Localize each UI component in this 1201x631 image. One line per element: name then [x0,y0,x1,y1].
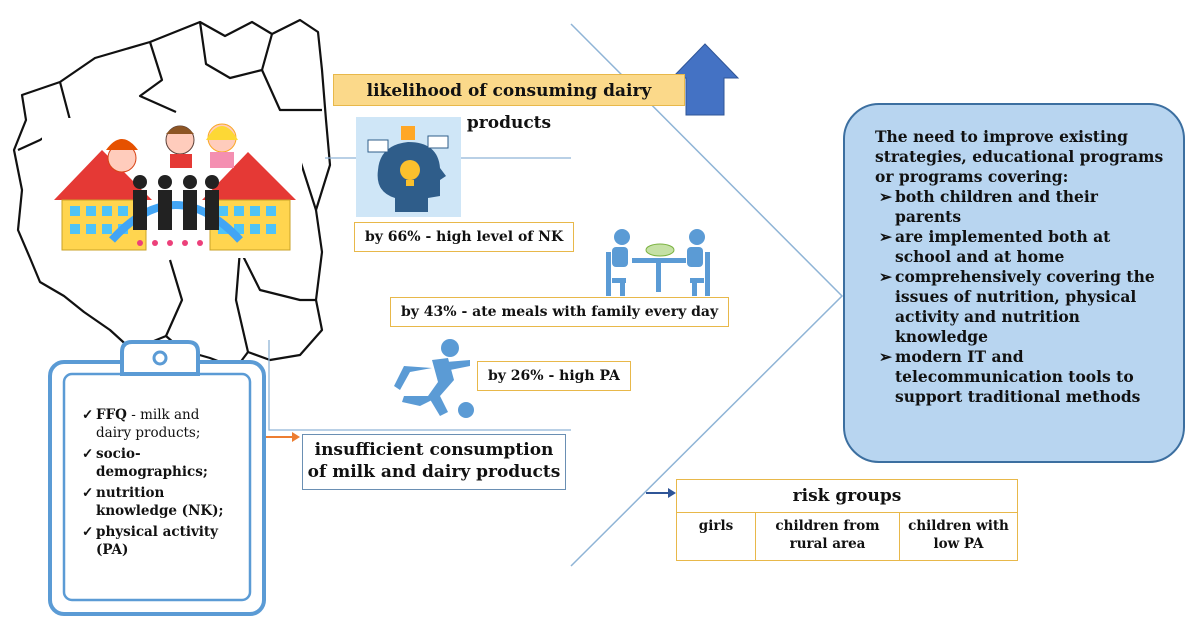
clipboard-icon [48,340,266,616]
head-lightbulb-icon [356,117,461,217]
risk-group-low-pa: children with low PA [899,513,1017,561]
arrow-bullet-icon: ➢ [879,227,892,246]
big-chevron-arrow [570,23,844,567]
check-icon: ✓ [82,485,94,501]
likelihood-banner: likelihood of consuming dairy products [333,74,685,133]
recommendation-item: ➢comprehensively covering the issues of … [879,267,1155,346]
check-icon: ✓ [82,524,94,540]
clipboard-item: ✓nutrition knowledge (NK); [82,485,224,519]
finding-family-meals: by 43% - ate meals with family every day [390,297,730,327]
recommendation-item: ➢both children and their parents [879,187,1098,226]
risk-group-rural: children from rural area [755,513,899,561]
recommendation-item: ➢modern IT and telecommunication tools t… [879,347,1141,406]
clipboard-list: ✓FFQ - milk and dairy products; ✓socio-d… [82,406,232,562]
risk-group-girls: girls [698,518,734,534]
check-icon: ✓ [82,407,94,423]
clipboard-item: ✓FFQ - milk and dairy products; [82,407,201,441]
check-icon: ✓ [82,446,94,462]
recommendation-item: ➢are implemented both at school and at h… [879,227,1111,266]
finding-nk: by 66% - high level of NK [354,222,575,252]
risk-groups-table: risk groups girls children from rural ar… [676,479,1018,561]
clipboard-item: ✓socio-demographics; [82,446,208,480]
arrow-bullet-icon: ➢ [879,267,892,286]
insufficient-line2: of milk and dairy products [307,462,561,482]
arrow-bullet-icon: ➢ [879,187,892,206]
risk-arrow [646,488,676,498]
running-person-icon [394,339,474,418]
school-family-illustration [54,123,296,251]
recommendation-box: The need to improve existing strategies,… [843,103,1185,463]
insufficient-consumption-box: insufficient consumption of milk and dai… [302,434,566,490]
family-meal-icon [606,229,710,296]
recommendation-intro: The need to improve existing strategies,… [875,127,1164,186]
finding-pa: by 26% - high PA [477,361,631,391]
risk-groups-title: risk groups [677,480,1017,513]
clipboard-item: ✓physical activity (PA) [82,524,219,558]
insufficient-line1: insufficient consumption [314,440,554,460]
orange-arrow [266,432,300,442]
bottom-connector [268,340,571,431]
arrow-bullet-icon: ➢ [879,347,892,366]
